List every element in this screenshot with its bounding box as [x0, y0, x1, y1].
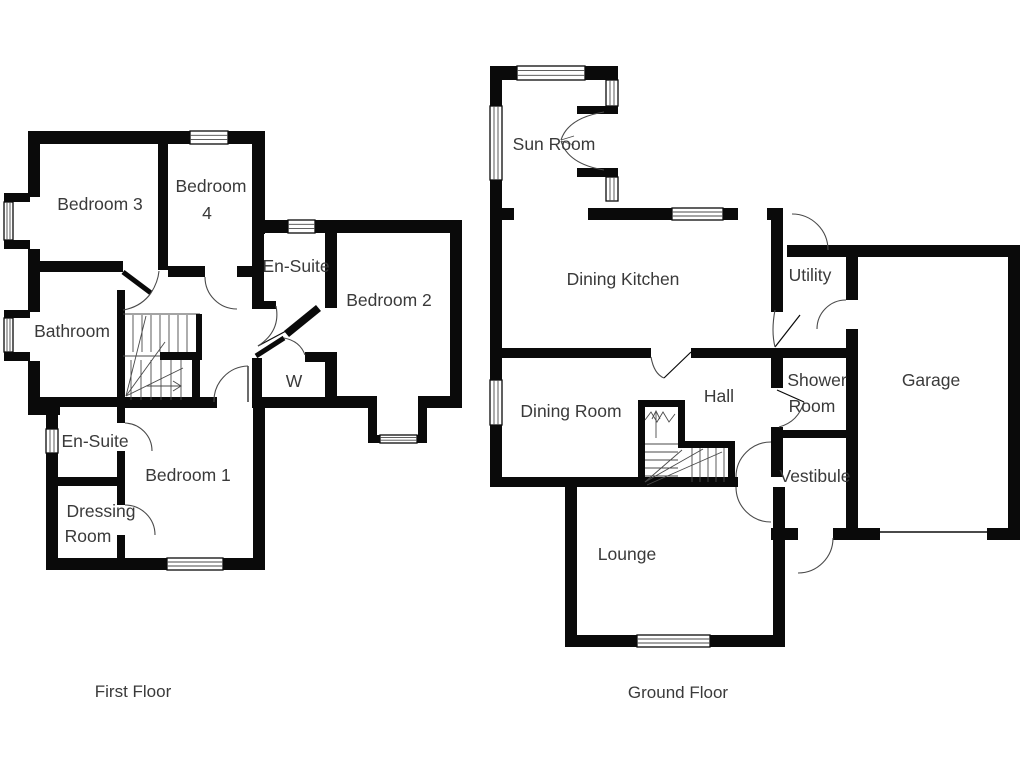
- window: [605, 79, 619, 107]
- room-label-bedroom4-line2: 4: [202, 203, 212, 223]
- dressing-door-arc: [124, 504, 156, 536]
- french-door-arc: [560, 111, 605, 141]
- room-label-dining-room: Dining Room: [520, 401, 621, 421]
- window: [671, 207, 724, 221]
- room-label-bedroom1: Bedroom 1: [145, 465, 231, 485]
- window: [3, 201, 14, 241]
- room-label-bedroom3: Bedroom 3: [57, 194, 143, 214]
- garage-side-door-arc: [816, 299, 847, 330]
- room-label-garage: Garage: [902, 370, 960, 390]
- front-door-arc: [797, 537, 834, 574]
- gf-doors: [560, 111, 847, 574]
- first-floor-title: First Floor: [95, 682, 172, 701]
- room-label-lounge: Lounge: [598, 544, 656, 564]
- stairs-break-line: [644, 411, 676, 423]
- french-door-arc: [560, 140, 605, 171]
- window: [489, 105, 503, 181]
- bedroom1-door-arc: [213, 365, 249, 403]
- room-label-shower-line2: Room: [789, 396, 836, 416]
- gf-stairs: [644, 409, 725, 486]
- wardrobe-door-leaf: [254, 335, 286, 359]
- window: [166, 557, 224, 571]
- ff-labels: Bedroom 3 Bedroom 4 En-Suite Bedroom 2 B…: [34, 176, 432, 701]
- first-floor-plan: Bedroom 3 Bedroom 4 En-Suite Bedroom 2 B…: [3, 130, 462, 701]
- window: [379, 434, 418, 444]
- window: [489, 379, 503, 426]
- ensuite-door-arc: [257, 305, 278, 347]
- garage-door: [880, 531, 987, 533]
- room-label-ensuite-top: En-Suite: [262, 256, 329, 276]
- window: [3, 317, 14, 353]
- room-label-dressing-line2: Room: [65, 526, 112, 546]
- room-label-dressing-line1: Dressing: [66, 501, 135, 521]
- gf-walls: [490, 66, 1020, 647]
- room-label-sun-room: Sun Room: [513, 134, 596, 154]
- ff-doors: [121, 270, 306, 536]
- ground-floor-title: Ground Floor: [628, 683, 728, 702]
- room-label-shower-line1: Shower: [787, 370, 847, 390]
- ff-walls: [4, 131, 462, 570]
- back-door-arc: [791, 213, 829, 251]
- ensuite2-door-arc: [124, 422, 153, 452]
- room-label-bedroom2: Bedroom 2: [346, 290, 432, 310]
- gf-labels: Sun Room Dining Kitchen Utility Garage D…: [513, 134, 961, 702]
- bedroom4-door-arc: [204, 276, 238, 310]
- window: [516, 65, 586, 81]
- window: [189, 130, 229, 145]
- vestibule-door-arc: [735, 441, 772, 478]
- gf-windows: [489, 65, 724, 648]
- window: [605, 176, 619, 202]
- room-label-dining-kitchen: Dining Kitchen: [567, 269, 680, 289]
- ff-stairs: [123, 313, 202, 402]
- door-leaf: [121, 270, 153, 295]
- window: [636, 634, 711, 648]
- window: [45, 428, 59, 454]
- room-label-bathroom: Bathroom: [34, 321, 110, 341]
- lounge-door-arc: [735, 486, 772, 523]
- room-label-hall: Hall: [704, 386, 734, 406]
- room-label-vestibule: Vestibule: [779, 466, 850, 486]
- room-label-wardrobe: W: [286, 371, 303, 391]
- room-label-ensuite-bottom: En-Suite: [61, 431, 128, 451]
- window: [287, 219, 316, 234]
- room-label-utility: Utility: [789, 265, 832, 285]
- stairs-arrow: [172, 380, 182, 392]
- ff-windows: [3, 130, 418, 571]
- room-label-bedroom4-line1: Bedroom: [175, 176, 246, 196]
- ground-floor-plan: Sun Room Dining Kitchen Utility Garage D…: [489, 65, 1020, 702]
